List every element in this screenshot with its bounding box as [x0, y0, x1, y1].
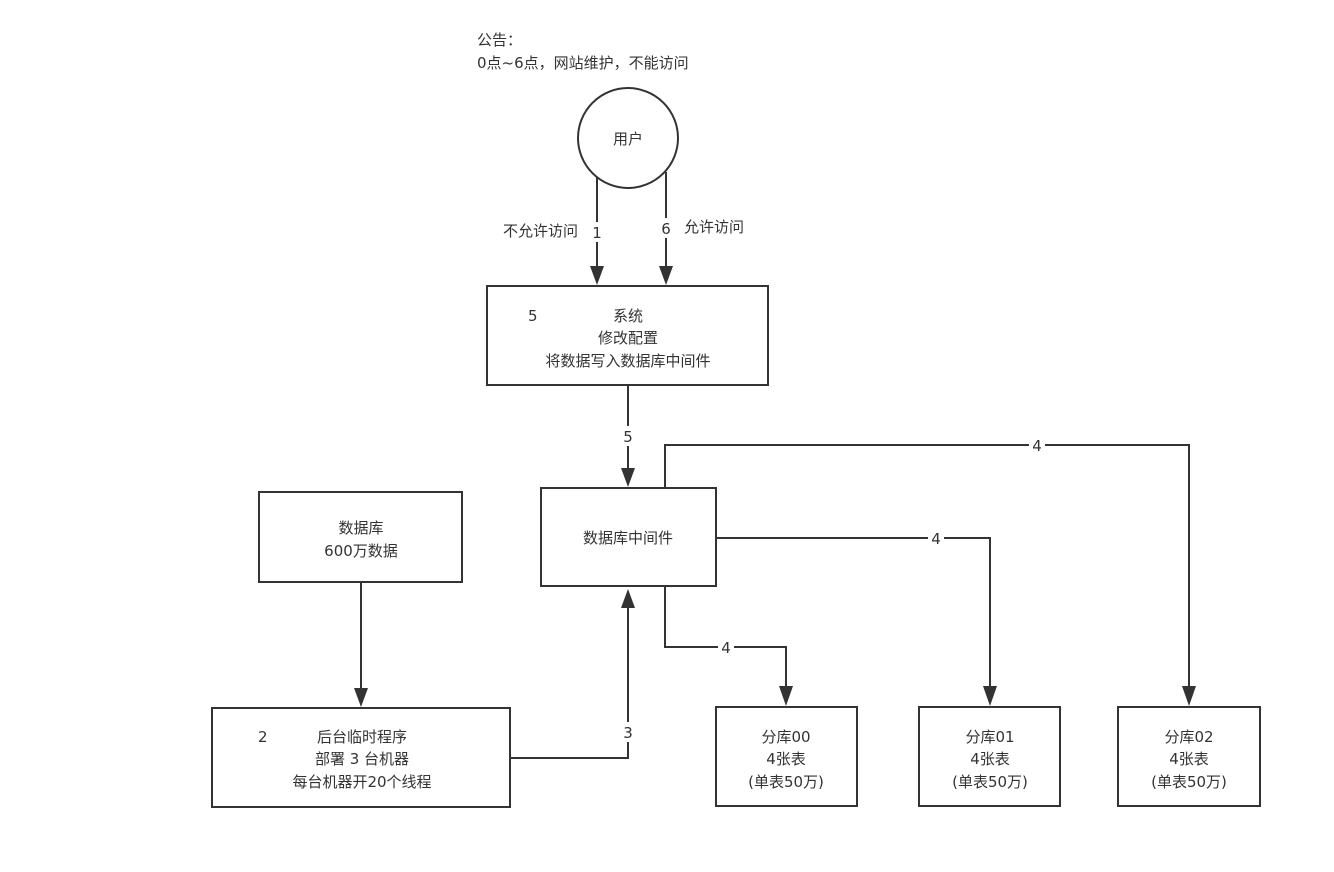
node-line: 4张表	[1169, 750, 1209, 768]
node-step: 5	[528, 307, 538, 325]
edge-step: 1	[592, 224, 602, 242]
announcement-title: 公告：	[477, 31, 522, 49]
node-label: 用户	[613, 130, 643, 148]
node-line: (单表50万)	[748, 773, 824, 791]
edge-step: 4	[1032, 437, 1042, 455]
label-bg	[589, 222, 605, 242]
edge-user-to-system-denied: 1 不允许访问	[503, 177, 605, 285]
node-box	[715, 706, 858, 807]
arrowhead-icon	[1182, 686, 1196, 706]
edge-middleware-to-shard00: 4	[664, 586, 793, 706]
edge-line	[664, 586, 787, 686]
arrowhead-icon	[590, 266, 604, 285]
node-line: 修改配置	[598, 329, 658, 347]
node-box	[1117, 706, 1261, 807]
edge-program-to-middleware: 3	[510, 589, 636, 759]
node-temp-program[interactable]: 2 后台临时程序 部署 3 台机器 每台机器开20个线程	[211, 707, 511, 808]
node-box	[211, 707, 511, 808]
node-shard00[interactable]: 分库00 4张表 (单表50万)	[715, 706, 858, 807]
node-line: 后台临时程序	[317, 728, 407, 746]
label-bg	[928, 528, 944, 548]
node-line: 系统	[613, 307, 643, 325]
node-box	[258, 491, 463, 583]
node-system[interactable]: 5 系统 修改配置 将数据写入数据库中间件	[486, 285, 769, 386]
user-circle	[577, 87, 679, 189]
edge-step: 4	[931, 530, 941, 548]
node-shard02[interactable]: 分库02 4张表 (单表50万)	[1117, 706, 1261, 807]
arrowhead-icon	[983, 686, 997, 706]
arrowhead-icon	[621, 468, 635, 487]
node-middleware[interactable]: 数据库中间件	[540, 487, 717, 587]
label-bg	[620, 426, 636, 446]
arrowhead-icon	[659, 266, 673, 285]
node-line: 分库01	[965, 728, 1014, 746]
node-line: 数据库	[338, 519, 383, 537]
label-bg	[1029, 435, 1045, 455]
label-bg	[718, 637, 734, 657]
edge-line	[716, 537, 991, 686]
announcement-text: 0点~6点，网站维护，不能访问	[477, 54, 689, 72]
node-line: 分库00	[761, 728, 810, 746]
node-line: 分库02	[1164, 728, 1213, 746]
node-line: 每台机器开20个线程	[292, 773, 431, 791]
edge-label: 不允许访问	[503, 222, 578, 240]
arrowhead-icon	[354, 688, 368, 707]
node-line: 4张表	[766, 750, 806, 768]
node-line: 4张表	[970, 750, 1010, 768]
edge-step: 5	[623, 428, 633, 446]
label-bg	[658, 218, 674, 238]
edge-middleware-to-shard01: 4	[716, 528, 997, 706]
node-shard01[interactable]: 分库01 4张表 (单表50万)	[918, 706, 1061, 807]
edge-step: 3	[623, 724, 633, 742]
edge-step: 6	[661, 220, 671, 238]
edge-label: 允许访问	[684, 218, 744, 236]
node-line: 600万数据	[324, 542, 398, 560]
edge-middleware-to-shard02: 4	[664, 435, 1196, 706]
node-box	[486, 285, 769, 386]
edge-system-to-middleware: 5	[620, 385, 636, 487]
node-database[interactable]: 数据库 600万数据	[258, 491, 463, 583]
edge-database-to-program	[354, 582, 368, 707]
node-line: 部署 3 台机器	[315, 750, 409, 768]
edge-line	[510, 606, 629, 759]
node-box	[918, 706, 1061, 807]
node-user[interactable]: 用户	[577, 87, 679, 189]
announcement: 公告： 0点~6点，网站维护，不能访问	[477, 31, 689, 72]
node-label: 数据库中间件	[583, 529, 673, 547]
arrowhead-icon	[779, 686, 793, 706]
arrowhead-icon	[621, 589, 635, 608]
edge-line	[664, 444, 1190, 686]
edge-user-to-system-allowed: 6 允许访问	[658, 172, 744, 285]
edge-step: 4	[721, 639, 731, 657]
node-line: (单表50万)	[952, 773, 1028, 791]
node-box	[540, 487, 717, 587]
label-bg	[620, 722, 636, 742]
node-step: 2	[258, 728, 268, 746]
node-line: 将数据写入数据库中间件	[545, 352, 710, 370]
node-line: (单表50万)	[1151, 773, 1227, 791]
